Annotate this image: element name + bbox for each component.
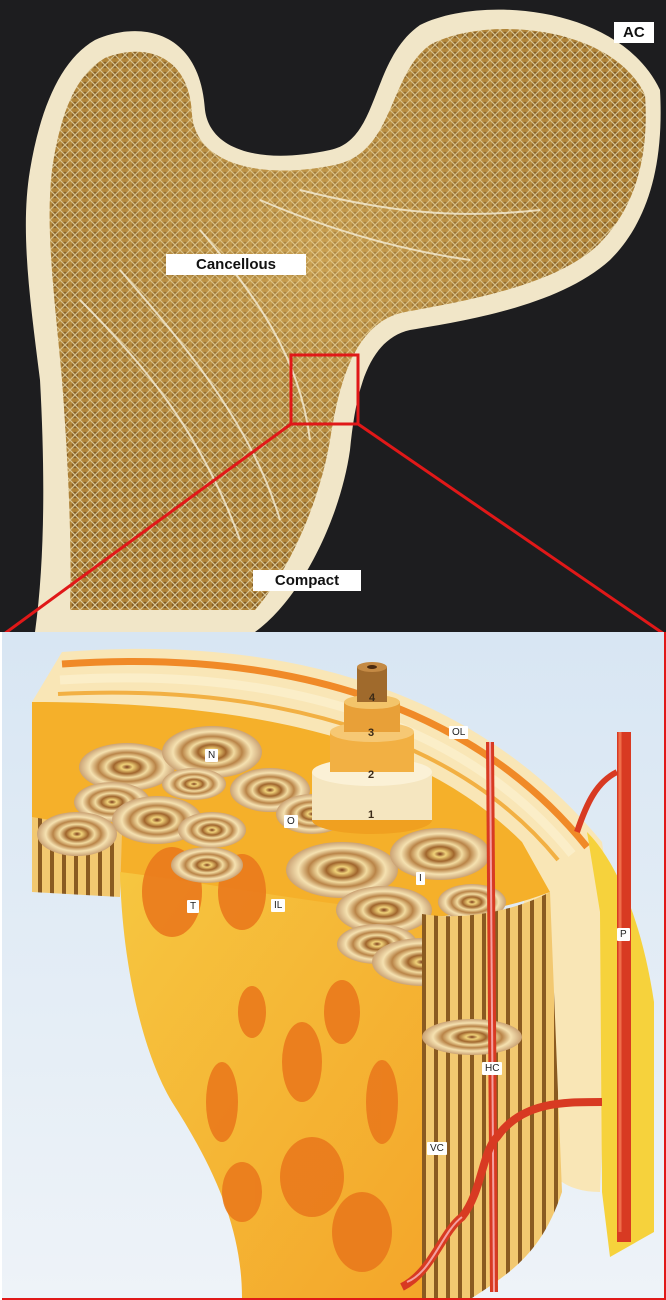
label-p: P: [617, 928, 630, 941]
label-il: IL: [271, 899, 285, 912]
label-n: N: [205, 749, 218, 762]
lamella-number-3: 3: [368, 727, 374, 739]
label-compact: Compact: [253, 570, 361, 591]
femur-photo-drawing: [0, 0, 666, 632]
label-hc: HC: [482, 1062, 502, 1075]
femur-photo: AC Cancellous Compact: [0, 0, 666, 632]
label-cancellous: Cancellous: [166, 254, 306, 275]
zoom-line-right: [358, 424, 664, 632]
label-ol: OL: [449, 726, 468, 739]
lamella-number-1: 1: [368, 809, 374, 821]
lamella-number-4: 4: [369, 692, 375, 704]
lamella-number-2: 2: [368, 769, 374, 781]
bone-diagram-drawing: [2, 632, 664, 1298]
bone-diagram: 1 2 3 4 OL N O I T IL P HC VC: [2, 632, 664, 1298]
label-vc: VC: [427, 1142, 447, 1155]
label-t: T: [187, 900, 199, 913]
label-i: I: [416, 872, 425, 885]
label-ac: AC: [614, 22, 654, 43]
label-o: O: [284, 815, 298, 828]
